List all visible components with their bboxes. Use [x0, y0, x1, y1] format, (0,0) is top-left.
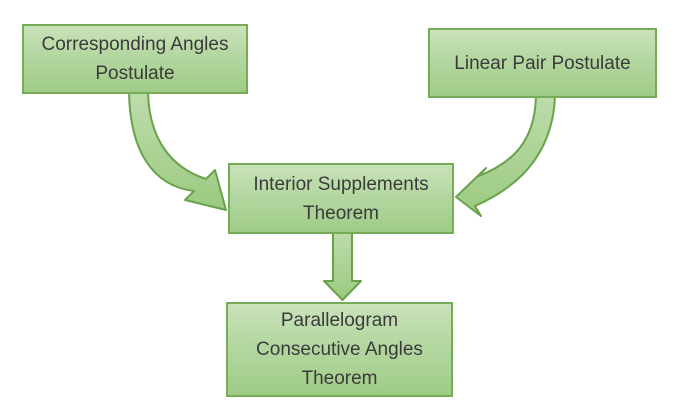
node-parallelogram-consecutive-angles-theorem: Parallelogram Consecutive Angles Theorem — [226, 302, 453, 397]
curved-arrow-left — [128, 91, 227, 211]
node-linear-pair-postulate: Linear Pair Postulate — [428, 28, 657, 98]
node-label-line: Corresponding Angles — [41, 34, 229, 55]
curved-arrow-right — [455, 95, 556, 217]
node-label-line: Interior Supplements — [253, 173, 429, 195]
node-label-line: Parallelogram — [280, 310, 399, 331]
node-label-line: Consecutive Angles — [256, 339, 423, 360]
straight-down-arrow — [323, 230, 362, 301]
node-label-line: Postulate — [95, 63, 175, 84]
node-label-line: Theorem — [301, 368, 378, 389]
node-label-line: Linear Pair Postulate — [454, 52, 631, 74]
node-corresponding-angles-postulate: Corresponding Angles Postulate — [22, 24, 248, 94]
node-interior-supplements-theorem: Interior Supplements Theorem — [228, 163, 454, 234]
node-label-line: Theorem — [302, 202, 380, 224]
